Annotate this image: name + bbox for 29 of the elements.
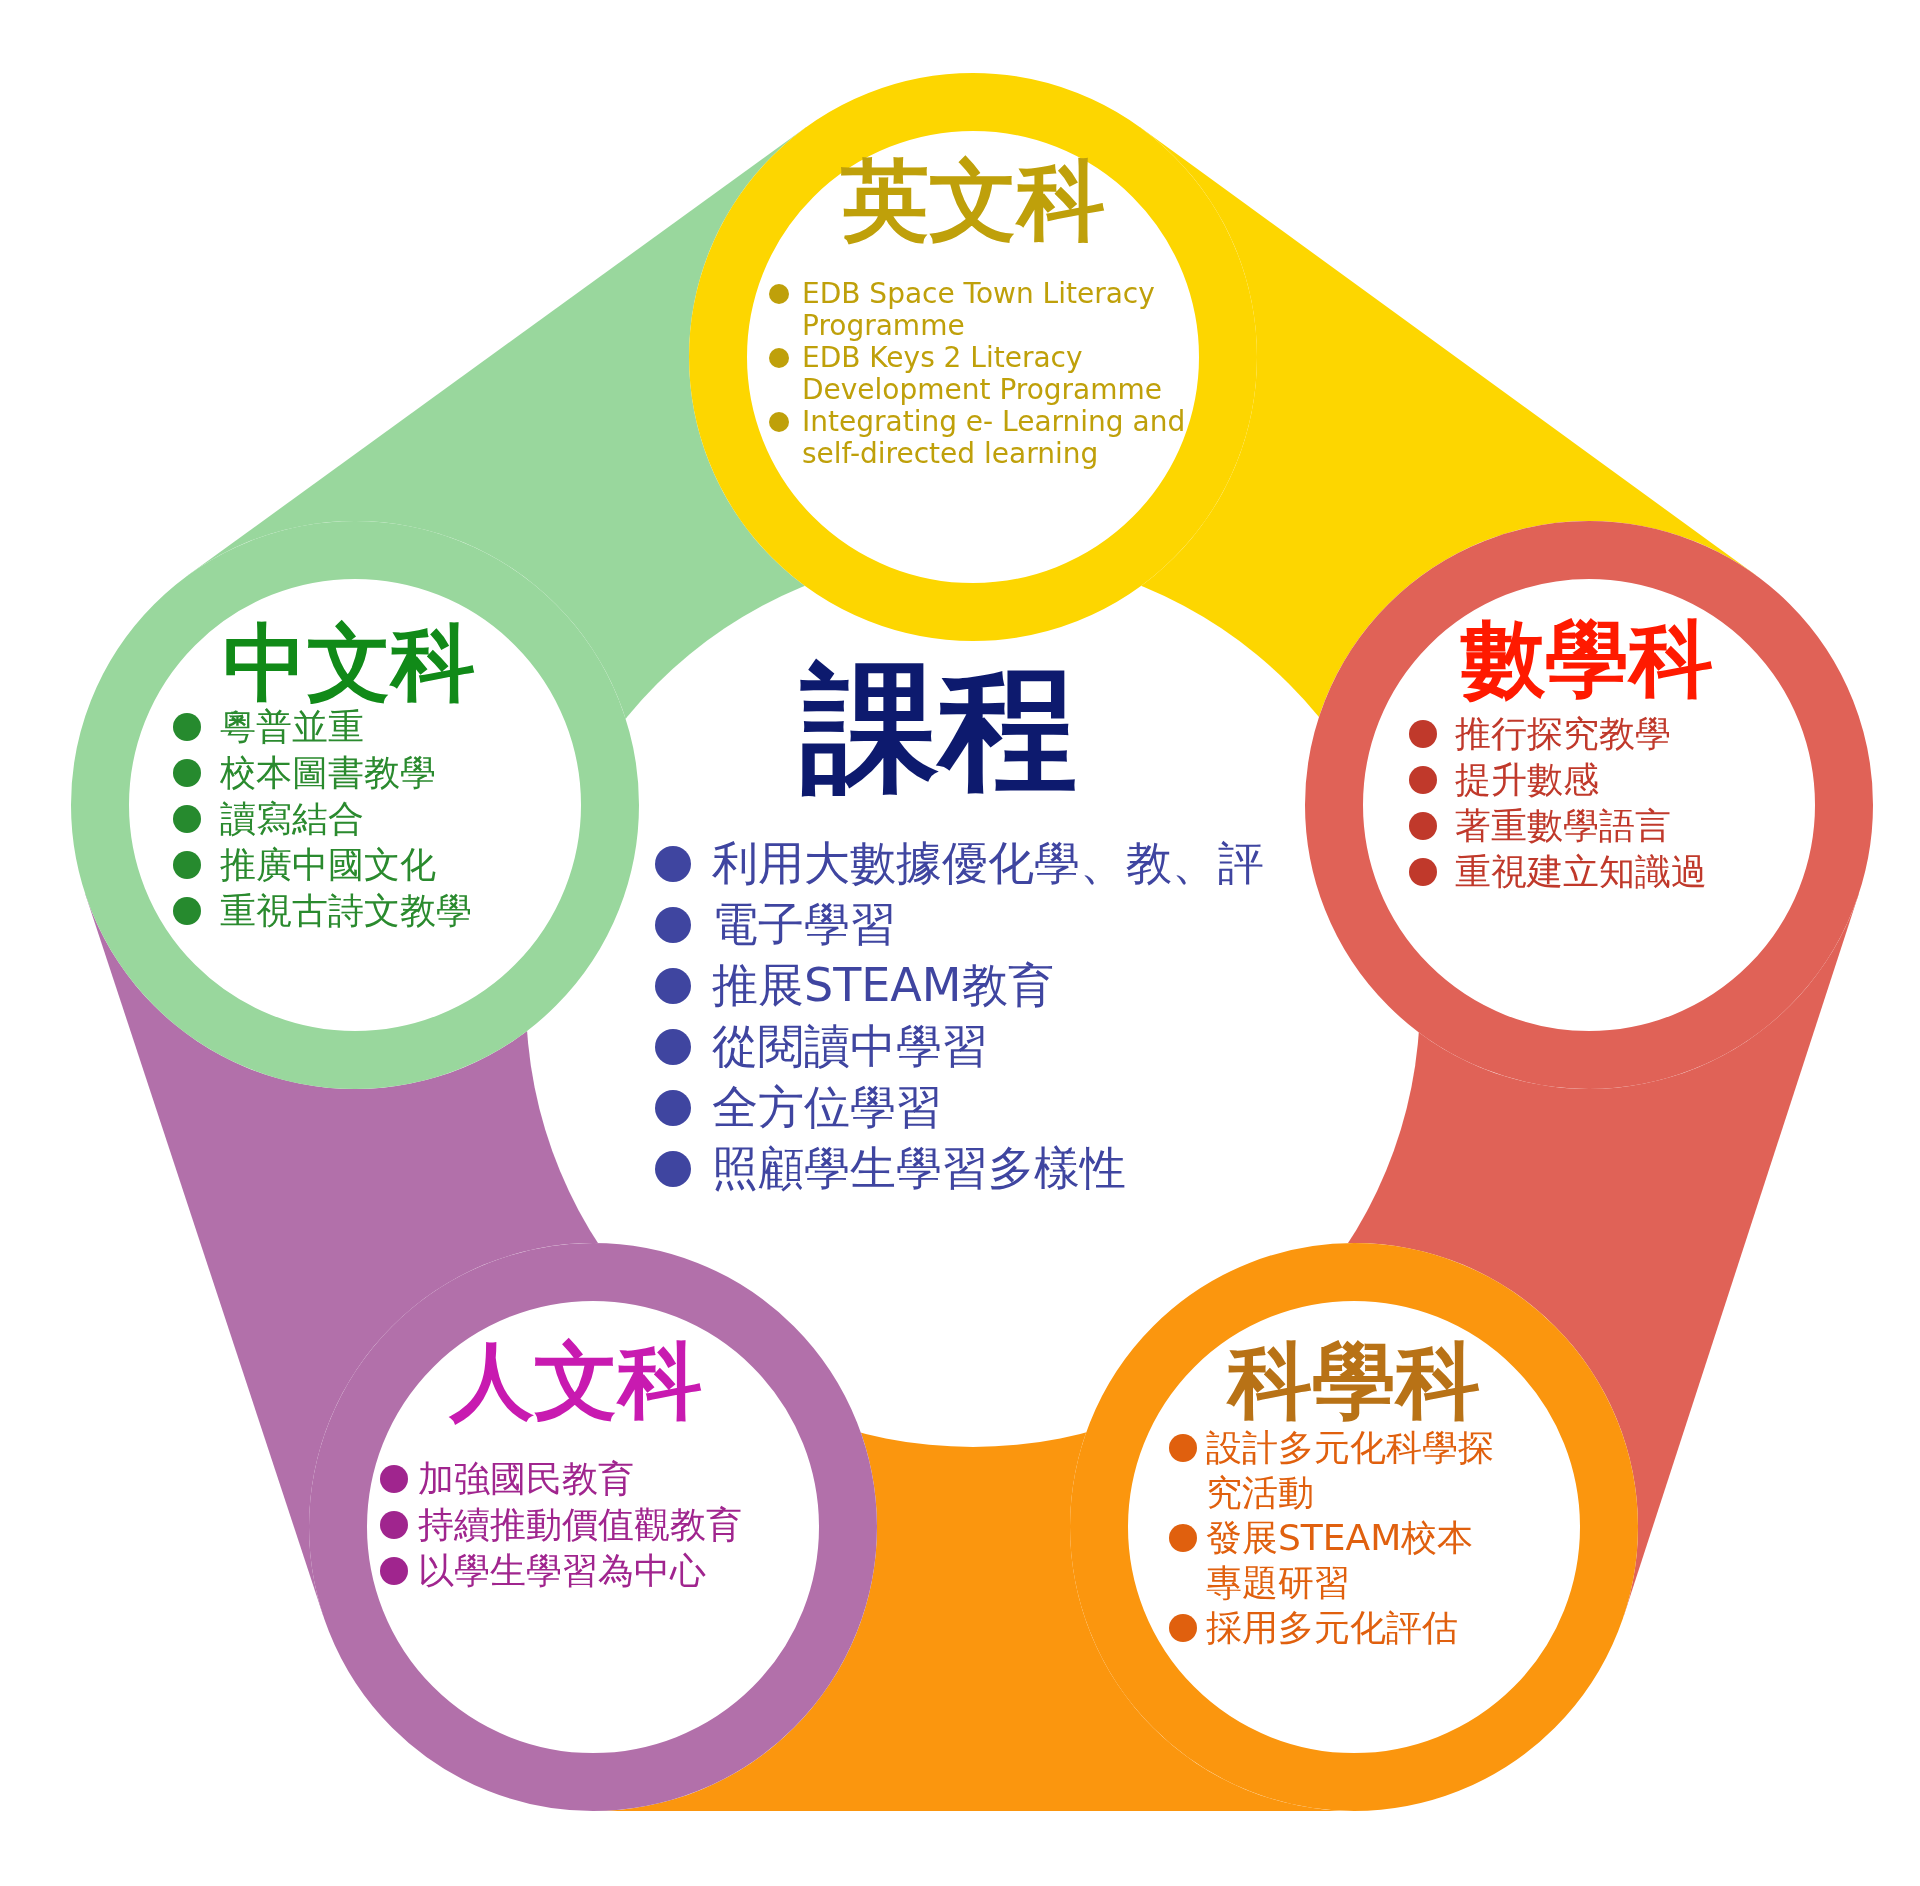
bullet-text: 發展STEAM校本專題研習 <box>1206 1516 1475 1605</box>
bullet-text: 重視建立知識過 <box>1455 850 1708 894</box>
subject-heading: 英文科 <box>840 153 1106 250</box>
bullet-text: EDB Space Town Literacy Programme <box>802 278 1156 342</box>
bullet-text: 以學生學習為中心 <box>418 1549 707 1593</box>
bullet-text: 持續推動價值觀教育 <box>418 1503 743 1547</box>
subject-heading: 人文科 <box>448 1335 703 1428</box>
bullet-text: 推行探究教學 <box>1455 712 1672 756</box>
bullet-text: 推展STEAM教育 <box>712 957 1055 1014</box>
bullet-text: 校本圖書教學 <box>220 751 437 795</box>
bullet-text: 著重數學語言 <box>1455 804 1672 848</box>
subject-heading: 科學科 <box>1225 1335 1481 1428</box>
bullet-text: 從閱讀中學習 <box>712 1018 989 1075</box>
center-heading: 課程 <box>799 653 1078 805</box>
bullet-text: 粵普並重 <box>220 705 365 749</box>
bullet-text: 讀寫結合 <box>220 797 365 841</box>
bullet-text: 採用多元化評估 <box>1206 1606 1459 1650</box>
bullet-text: EDB Keys 2 Literacy Development Programme <box>802 342 1164 406</box>
bullet-text: 利用大數據優化學、教、評 <box>712 835 1265 892</box>
bullet-text: 提升數感 <box>1455 758 1600 802</box>
bullet-text: 照顧學生學習多樣性 <box>712 1140 1127 1197</box>
bullet-text: 重視古詩文教學 <box>220 889 473 933</box>
bullet-text: 設計多元化科學探究活動 <box>1206 1426 1495 1515</box>
bullet-text: 全方位學習 <box>712 1079 943 1136</box>
bullet-text: 電子學習 <box>712 896 897 953</box>
bullet-text: 推廣中國文化 <box>220 843 437 887</box>
bullet-text: 加強國民教育 <box>418 1457 635 1501</box>
subject-heading: 數學科 <box>1459 613 1714 706</box>
bullet-text: Integrating e- Learning and self-directed learning <box>802 406 1187 470</box>
